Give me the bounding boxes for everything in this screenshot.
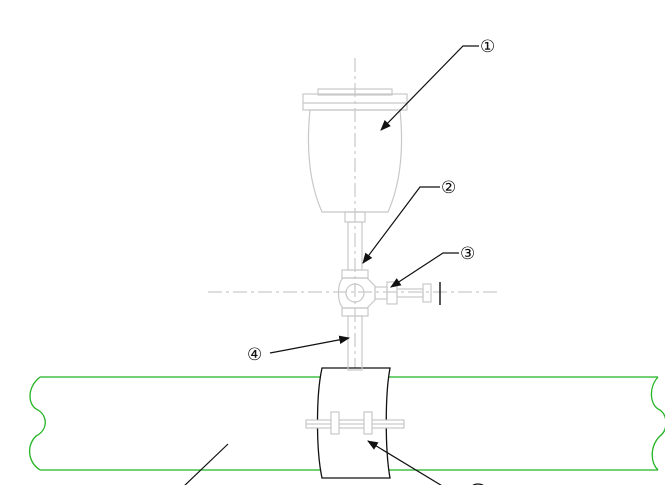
leader-clamp [367,440,442,485]
leader-pipe [184,443,229,485]
pipe-right-break [650,376,665,471]
callout-2: ② [441,178,456,198]
instrument-cap-top [317,88,393,96]
clamp-bolts [305,411,405,435]
valve-bonnet [386,281,398,305]
tee-body [337,277,376,309]
pipe-left-break [29,376,46,471]
tee-port [345,283,365,303]
instrument-body [307,109,403,213]
callout-clamp-partial [472,483,484,485]
leader-1 [380,45,479,131]
instrument-assembly [302,88,432,371]
clamp-bolt-right [363,411,373,435]
leader-3 [390,252,459,288]
leader-2 [362,186,440,264]
centerlines [208,58,498,370]
callout-4: ④ [247,345,262,365]
callout-balloons: ① ② ③ ④ [247,37,495,485]
leader-lines [184,45,479,485]
leader-4 [269,335,351,354]
side-branch [374,286,388,300]
clamp-bolt-left [330,411,340,435]
valve-stem [396,288,424,298]
valve-handwheel [422,283,432,303]
callout-1: ① [480,37,495,57]
callout-3: ③ [460,244,475,264]
